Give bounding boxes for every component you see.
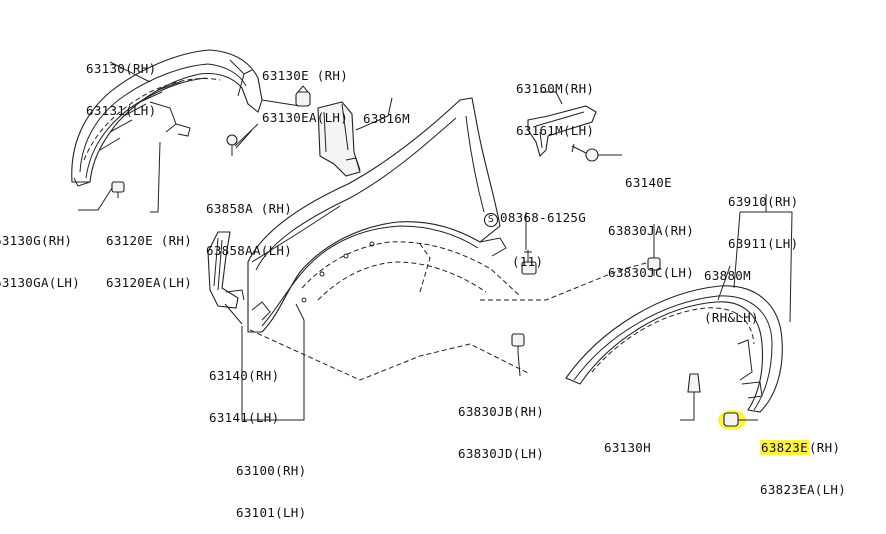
clip-63130e-part [295,85,311,107]
callout-63910-line1: 63910(RH) [728,194,799,209]
callout-63160m-line1: 63160M(RH) [516,81,595,96]
callout-63130e: 63130E (RH) 63130EA(LH) [262,41,348,139]
callout-63858a: 63858A (RH) 63858AA(LH) [206,174,292,272]
callout-63120e-line1: 63120E (RH) [106,233,193,248]
callout-63140e-line1: 63140E [625,175,672,190]
screw-63140e-part [571,143,622,162]
callout-63130g: 63130G(RH) 63130GA(LH) [0,206,80,304]
callout-63160m-line2: 63161M(LH) [516,123,595,138]
callout-63140e: 63140E [625,148,672,204]
callout-63830jb-line2: 63830JD(LH) [458,446,545,461]
parts-diagram [71,49,793,430]
screw-63130h-part [680,373,701,421]
callout-63830jb: 63830JB(RH) 63830JD(LH) [458,377,544,475]
clip-63830ja-part [647,224,661,276]
circled-s-symbol-icon: S [484,213,498,227]
callout-08368-partno: 08368-6125G [500,210,587,225]
callout-63830ja-line1: 63830JA(RH) [608,223,695,238]
callout-63140-line1: 63140(RH) [209,368,280,383]
bolt-08368-part [521,212,537,275]
bracket-63160m-part [527,105,597,158]
callout-63130e-line1: 63130E (RH) [262,68,349,83]
callout-63100-line1: 63100(RH) [236,463,307,478]
callout-63880m-line2: (RH&LH) [704,310,759,325]
screw-63858a-part [226,129,253,156]
callout-63130h-line1: 63130H [604,440,651,455]
callout-63160m: 63160M(RH) 63161M(LH) [516,54,594,152]
clip-63130g-part [111,181,125,198]
callout-63830jb-line1: 63830JB(RH) [458,404,545,419]
fender-bracket-part [207,231,245,309]
callout-63858a-line2: 63858AA(LH) [206,243,293,258]
callout-63130-line2: 63131(LH) [86,103,157,118]
callout-63823e-highlighted-partno: 63823E [760,440,809,455]
callout-63130-line1: 63130(RH) [86,61,157,76]
callout-63130g-line1: 63130G(RH) [0,233,73,248]
callout-63880m-line1: 63880M [704,268,751,283]
callout-63130: 63130(RH) 63131(LH) [86,34,156,132]
callout-63140-line2: 63141(LH) [209,410,280,425]
callout-63130h: 63130H [604,413,651,469]
callout-63910: 63910(RH) 63911(LH) [728,167,798,265]
clip-63830jb-part [511,333,525,377]
callout-63120e-line2: 63120EA(LH) [106,275,193,290]
inner-fender-liner-part [71,49,263,187]
callout-63823e-side: (RH) [808,440,841,455]
callout-63880m: 63880M (RH&LH) [704,241,759,339]
callout-08368-line2: (11) [512,254,544,269]
callout-63910-line2: 63911(LH) [728,236,799,251]
callout-63823e: 63823E(RH) 63823EA(LH) [760,413,846,511]
callout-63120e: 63120E (RH) 63120EA(LH) [106,206,192,304]
callout-63100: 63100(RH) 63101(LH) [236,436,306,534]
callout-63130e-line2: 63130EA(LH) [262,110,349,125]
callout-63823e-line2: 63823EA(LH) [760,482,847,497]
callout-63816m: 63816M [363,84,410,140]
callout-63100-line2: 63101(LH) [236,505,307,520]
wheel-arch-molding-part [565,285,783,413]
callout-63816m-line1: 63816M [363,111,410,126]
callout-63130g-line2: 63130GA(LH) [0,275,81,290]
callout-63858a-line1: 63858A (RH) [206,201,293,216]
front-fender-part [247,97,507,333]
callout-63830ja: 63830JA(RH) 63830JC(LH) [608,196,694,294]
splash-shield-63816m-part [317,101,361,177]
clip-63823e-part [718,410,758,430]
callout-63823e-line1: 63823E(RH) [760,440,846,455]
callout-63140: 63140(RH) 63141(LH) [209,341,279,439]
callout-63830ja-line2: 63830JC(LH) [608,265,695,280]
